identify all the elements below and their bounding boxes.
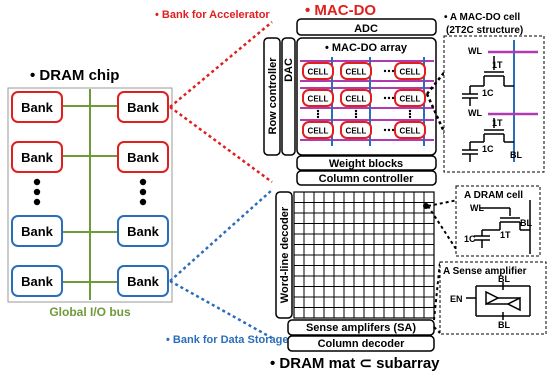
mac-do-cell-3-1: CELL <box>302 121 334 139</box>
mac-do-cell-wl2-label: WL <box>468 108 482 118</box>
dram-cell-title: A DRAM cell <box>464 190 523 201</box>
adc-label: ADC <box>354 23 378 35</box>
cell-label: CELL <box>346 95 367 104</box>
sense-amp-title: A Sense amplifier <box>443 266 527 277</box>
sense-amp-bl-bottom-label: BL <box>498 320 510 330</box>
sense-amplifiers: Sense amplifers (SA) <box>287 319 435 336</box>
dac-label: DAC <box>283 58 295 82</box>
bank-label: Bank <box>21 224 54 239</box>
cell-node-dot <box>423 203 429 209</box>
word-line-decoder: Word-line decoder <box>275 191 293 319</box>
cell-label: CELL <box>400 68 421 77</box>
cell-label: CELL <box>400 127 421 136</box>
bank-label: Bank <box>127 100 160 115</box>
mac-do-cell-1-2: CELL <box>340 62 372 80</box>
dram-cell-connector <box>427 199 459 253</box>
global-io-bus-label: Global I/O bus <box>49 305 131 319</box>
cell-label: CELL <box>308 68 329 77</box>
bank-for-data-storage-note: • Bank for Data Storage <box>166 334 288 346</box>
mac-do-title: • MAC-DO <box>305 2 376 19</box>
more-banks-dots <box>33 178 147 206</box>
row-controller-block: Row controller <box>263 37 281 156</box>
dram-cell-schematic: A DRAM cell WL BL 1T 1C <box>455 185 541 257</box>
storage-connectors <box>169 189 273 340</box>
mac-do-cell-bl-label: BL <box>510 150 522 160</box>
mac-do-cell-1t-label: 1T <box>492 60 503 70</box>
bank-accelerator-3: Bank <box>11 141 63 173</box>
column-controller: Column controller <box>296 170 437 186</box>
accelerator-connectors <box>169 21 273 184</box>
mac-do-cell-2-1: CELL <box>302 89 334 107</box>
bank-label: Bank <box>21 150 54 165</box>
mac-do-array-title: • MAC-DO array <box>325 42 408 54</box>
bank-accelerator-1: Bank <box>11 91 63 123</box>
mac-do-cell-3-3: CELL <box>394 121 426 139</box>
column-decoder: Column decoder <box>287 335 435 352</box>
bank-label: Bank <box>21 100 54 115</box>
bank-storage-4: Bank <box>117 265 169 297</box>
cell-label: CELL <box>308 95 329 104</box>
mac-do-cells: CELL CELL CELL CELL CELL CELL CELL CELL CELL <box>302 62 426 139</box>
mac-do-cell-subtitle: (2T2C structure) <box>446 25 523 36</box>
weight-blocks: Weight blocks <box>296 155 437 171</box>
sense-amplifiers-label: Sense amplifers (SA) <box>306 322 416 334</box>
bank-storage-2: Bank <box>117 215 169 247</box>
dram-mat-caption: • DRAM mat ⊂ subarray <box>270 355 440 372</box>
mac-do-cell-title: • A MAC-DO cell <box>444 12 520 23</box>
bank-storage-1: Bank <box>11 215 63 247</box>
bank-accelerator-4: Bank <box>117 141 169 173</box>
word-line-decoder-label: Word-line decoder <box>279 206 291 303</box>
mac-do-cell-1-3: CELL <box>394 62 426 80</box>
mac-do-cell-schematic: WL 1T 1C WL 1T 1C BL <box>443 35 545 173</box>
mac-do-cell-3-2: CELL <box>340 121 372 139</box>
cell-label: CELL <box>400 95 421 104</box>
mac-do-cell-wl-label: WL <box>468 46 482 56</box>
dram-mat-grid <box>293 191 435 319</box>
column-controller-label: Column controller <box>319 173 414 185</box>
dram-chip-box <box>7 87 173 303</box>
cell-label: CELL <box>346 68 367 77</box>
sense-amp-schematic: A Sense amplifier BL EN BL <box>439 261 547 335</box>
cell-label: CELL <box>308 127 329 136</box>
bank-storage-3: Bank <box>11 265 63 297</box>
dram-cell-1t-label: 1T <box>500 230 511 240</box>
mac-do-cell-2-3: CELL <box>394 89 426 107</box>
mac-do-cell-1c-label: 1C <box>482 88 494 98</box>
adc-block: ADC <box>296 18 437 36</box>
column-decoder-label: Column decoder <box>318 338 406 350</box>
sense-amp-en-label: EN <box>450 294 463 304</box>
weight-blocks-label: Weight blocks <box>329 158 403 170</box>
mac-do-cell-1t2-label: 1T <box>492 118 503 128</box>
mac-do-cell-1c2-label: 1C <box>482 144 494 154</box>
dram-cell-wl-label: WL <box>470 203 484 213</box>
dram-chip-title: • DRAM chip <box>30 67 119 84</box>
cell-label: CELL <box>346 127 367 136</box>
row-controller-label: Row controller <box>267 57 279 135</box>
dram-cell-1c-label: 1C <box>464 234 476 244</box>
bank-label: Bank <box>127 274 160 289</box>
dac-block: DAC <box>281 37 296 156</box>
sense-amp-bl-top-label: BL <box>498 274 510 284</box>
array-more-columns-dots <box>383 69 395 132</box>
bank-label: Bank <box>21 274 54 289</box>
dram-cell-bl-label: BL <box>520 218 532 228</box>
sense-amp-connector <box>433 261 441 334</box>
bank-label: Bank <box>127 224 160 239</box>
array-more-rows-dots <box>316 109 412 119</box>
bank-accelerator-2: Bank <box>117 91 169 123</box>
bank-for-accelerator-note: • Bank for Accelerator <box>155 9 270 21</box>
bank-label: Bank <box>127 150 160 165</box>
mac-do-cell-2-2: CELL <box>340 89 372 107</box>
mac-do-cell-1-1: CELL <box>302 62 334 80</box>
